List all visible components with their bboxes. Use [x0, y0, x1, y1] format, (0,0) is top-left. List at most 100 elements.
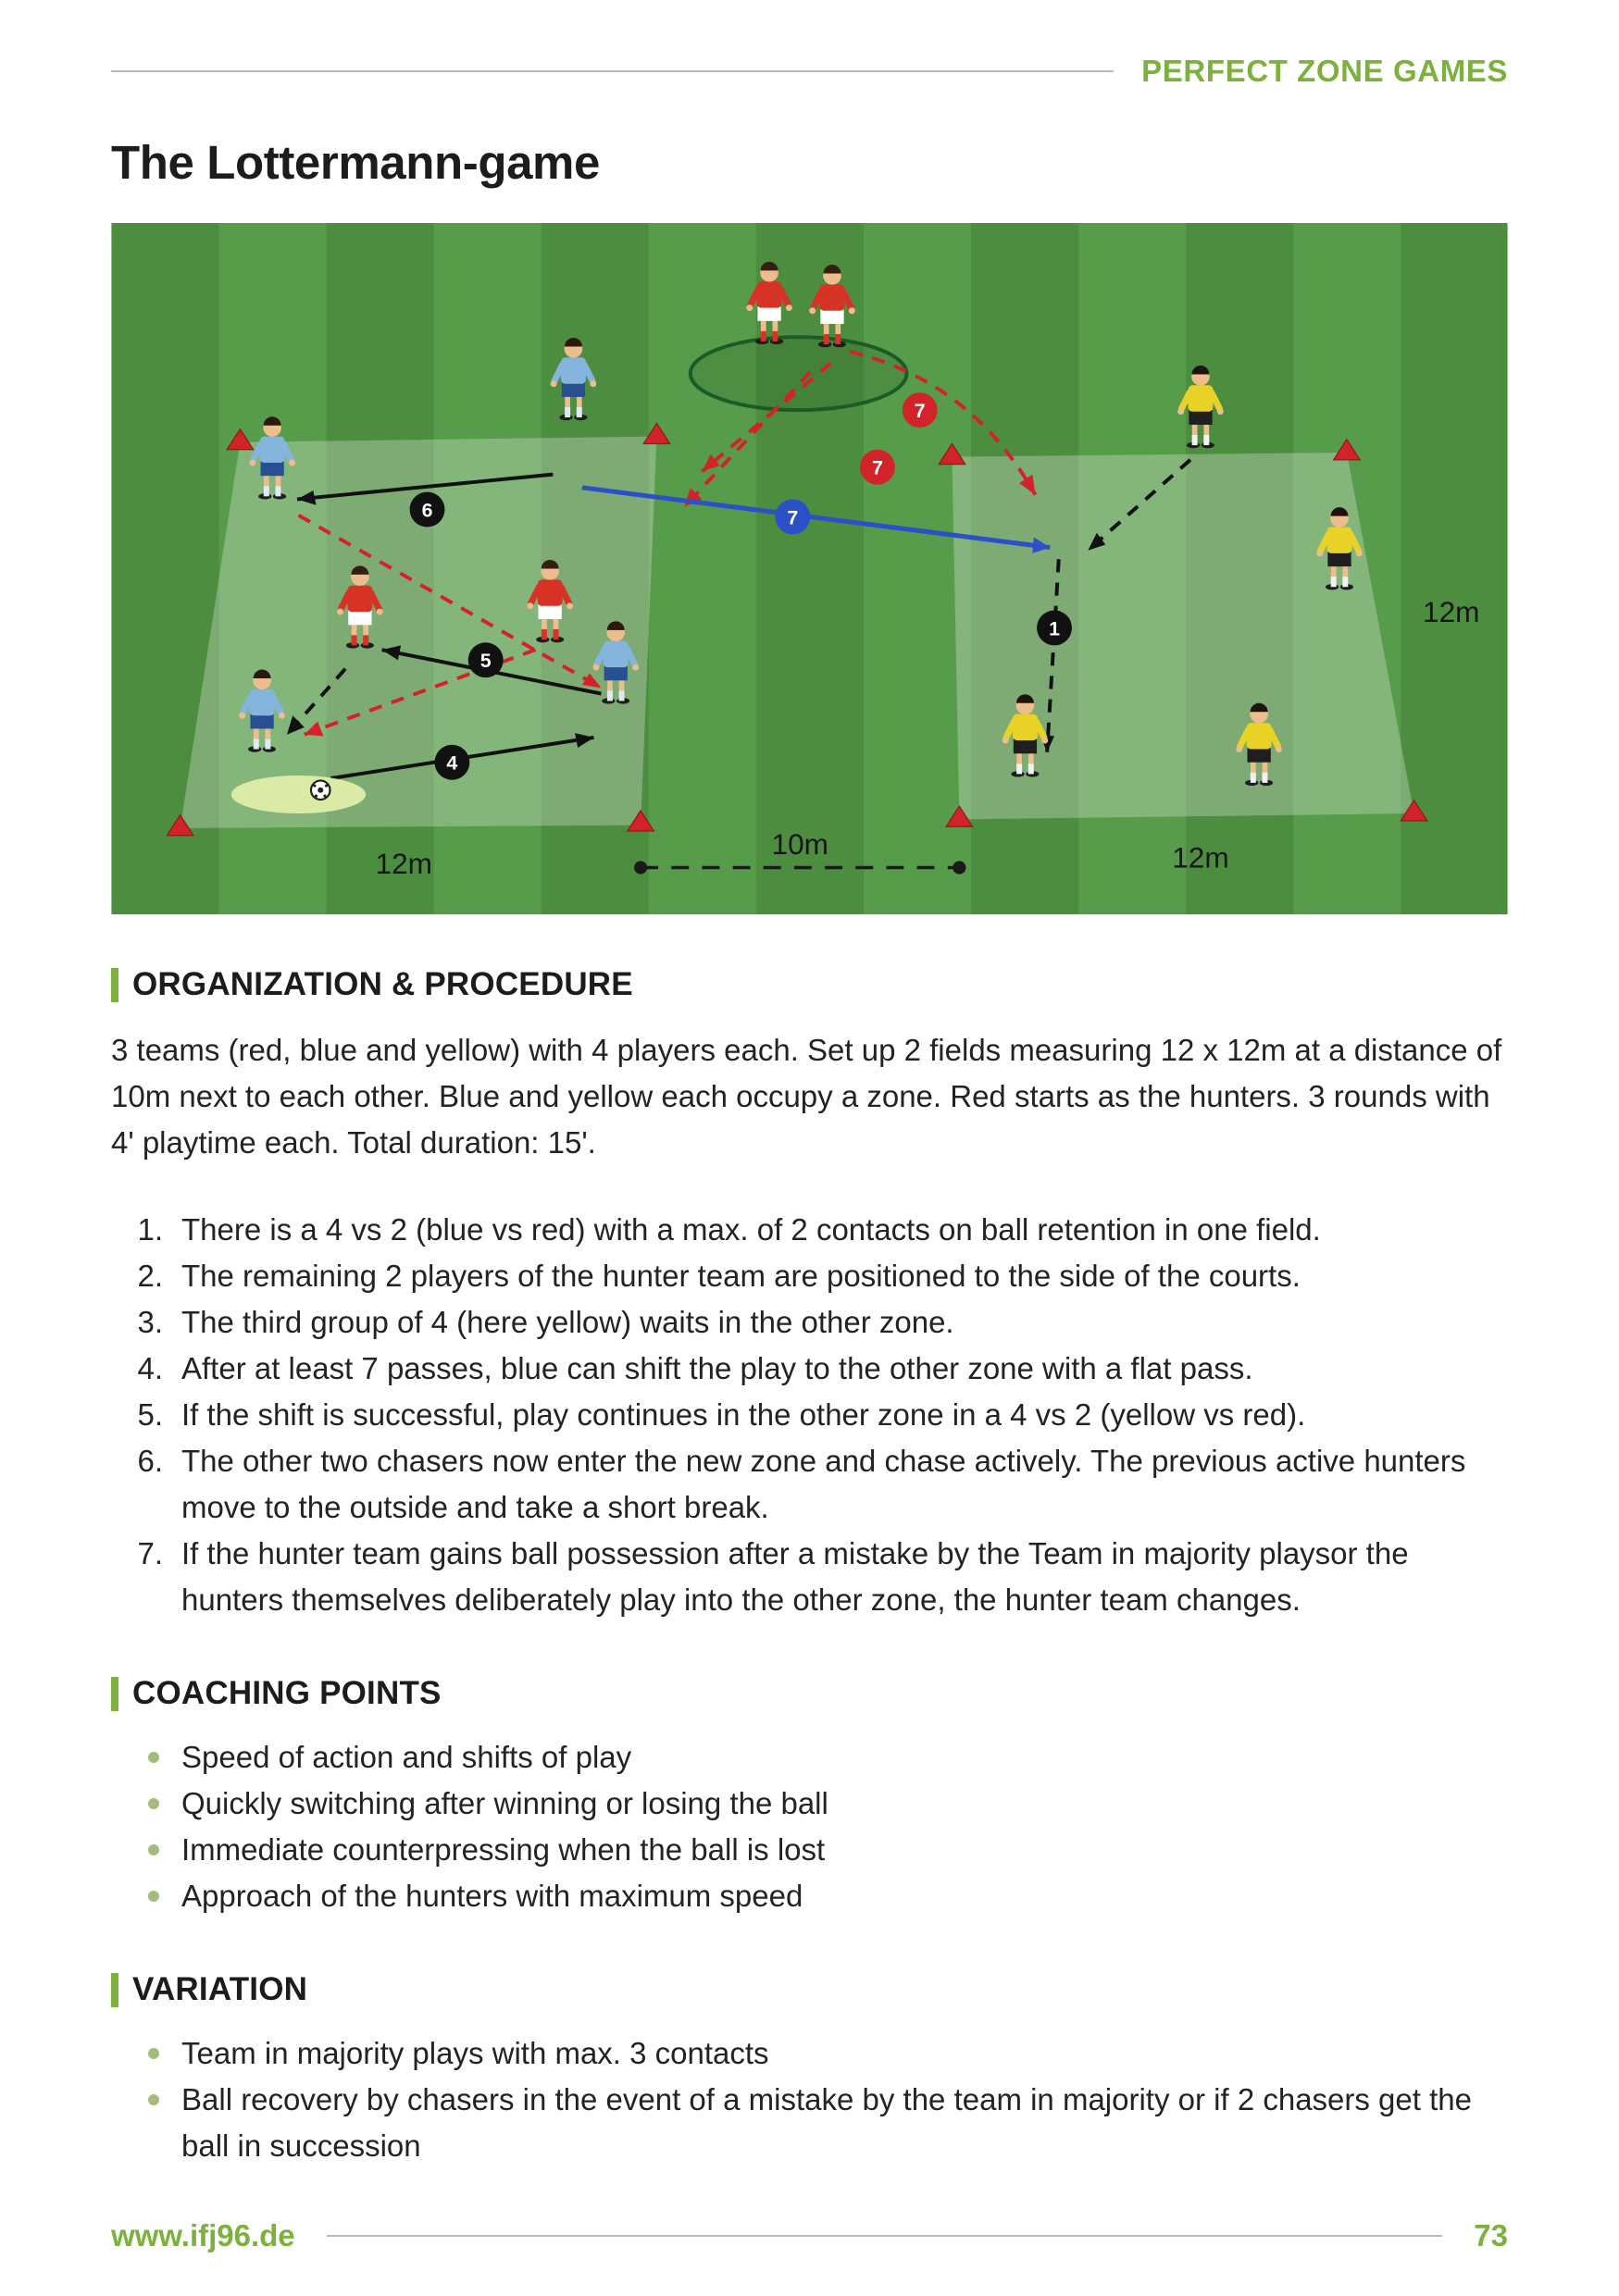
label-gap: 10m	[772, 827, 828, 861]
cone	[1400, 799, 1428, 822]
item-text: Quickly switching after winning or losin…	[181, 1786, 828, 1820]
coaching-item-2: Quickly switching after winning or losin…	[111, 1781, 1508, 1827]
run-arrow-left-zone	[285, 667, 347, 737]
cone	[225, 428, 255, 451]
marker-6: 6	[409, 491, 445, 527]
item-text: Approach of the hunters with maximum spe…	[181, 1879, 803, 1913]
hunter-arrow-inside-left-b	[304, 648, 537, 737]
procedure-list: 1. There is a 4 vs 2 (blue vs red) with a…	[111, 1207, 1508, 1623]
marker-7-red-b: 7	[859, 449, 895, 485]
svg-text:5: 5	[480, 650, 492, 672]
item-text: Speed of action and shifts of play	[181, 1740, 632, 1774]
coaching-item-3: Immediate counterpressing when the ball …	[111, 1827, 1508, 1873]
item-text: The other two chasers now enter the new …	[181, 1444, 1466, 1524]
procedure-item-7: 7.If the hunter team gains ball possessi…	[111, 1531, 1508, 1623]
header-divider	[111, 70, 1115, 72]
cones	[166, 422, 1428, 837]
chapter-title: PERFECT ZONE GAMES	[1141, 54, 1508, 88]
pass-and-run-arrows	[285, 350, 1192, 781]
footer-url: www.ifj96.de	[111, 2218, 295, 2253]
cone	[642, 422, 671, 445]
procedure-item-4: 4. After at least 7 passes, blue can shif…	[111, 1346, 1508, 1392]
marker-4: 4	[434, 744, 470, 780]
section-heading-variation: VARIATION	[111, 1971, 1508, 2008]
variation-item-1: Team in majority plays with max. 3 conta…	[111, 2030, 1508, 2077]
svg-text:6: 6	[422, 499, 433, 521]
marker-5: 5	[467, 642, 504, 678]
dimension-labels: 12m 10m 12m 12m	[376, 595, 1480, 880]
procedure-item-5: 5. If the shift is successful, play conti…	[111, 1392, 1508, 1438]
marker-1: 1	[1037, 610, 1072, 646]
cone	[626, 809, 655, 832]
organization-intro: 3 teams (red, blue and yellow) with 4 pl…	[111, 1033, 1502, 1160]
svg-text:1: 1	[1049, 617, 1060, 639]
heading-accent-bar	[111, 1972, 118, 2007]
pass-arrow-6	[296, 472, 554, 505]
procedure-item-1: 1. There is a 4 vs 2 (blue vs red) with a…	[111, 1207, 1508, 1253]
item-text: Immediate counterpressing when the ball …	[181, 1832, 826, 1867]
right-zone	[952, 452, 1414, 820]
hunter-start-ellipse	[688, 335, 909, 413]
coaching-list: Speed of action and shifts of play Quick…	[111, 1734, 1508, 1919]
coaching-heading: COACHING POINTS	[132, 1675, 442, 1711]
cone	[945, 804, 974, 827]
item-text: After at least 7 passes, blue can shift …	[181, 1351, 1253, 1385]
page-number: 73	[1474, 2218, 1508, 2253]
item-text: If the shift is successful, play continu…	[181, 1397, 1306, 1432]
section-heading-coaching: COACHING POINTS	[111, 1675, 1508, 1712]
heading-accent-bar	[111, 1676, 118, 1711]
svg-text:7: 7	[787, 506, 798, 528]
item-text: Ball recovery by chasers in the event of…	[181, 2082, 1472, 2163]
hunter-arrow-inside-left-a	[297, 514, 603, 689]
bullet-icon	[148, 1798, 159, 1809]
item-number: 2.	[137, 1259, 163, 1293]
marker-7-red-a: 7	[902, 392, 938, 428]
item-number: 7.	[137, 1536, 163, 1570]
item-number: 6.	[137, 1444, 163, 1478]
coaching-item-4: Approach of the hunters with maximum spe…	[111, 1873, 1508, 1919]
cone	[166, 813, 194, 837]
ball-highlight	[230, 775, 367, 814]
distance-line	[633, 861, 966, 875]
item-number: 4.	[137, 1351, 163, 1385]
shift-pass-arrow-7	[581, 485, 1051, 553]
procedure-item-3: 3. The third group of 4 (here yellow) wai…	[111, 1299, 1508, 1346]
item-number: 5.	[137, 1397, 163, 1432]
variation-item-2: Ball recovery by chasers in the event of…	[111, 2077, 1508, 2169]
section-heading-organization: ORGANIZATION & PROCEDURE	[111, 966, 1508, 1003]
label-right-width: 12m	[1172, 840, 1228, 874]
organization-heading: ORGANIZATION & PROCEDURE	[132, 966, 633, 1002]
heading-accent-bar	[111, 967, 118, 1002]
bullet-icon	[148, 1891, 159, 1902]
procedure-item-6: 6. The other two chasers now enter the ne…	[111, 1438, 1508, 1531]
item-text: There is a 4 vs 2 (blue vs red) with a m…	[181, 1212, 1321, 1247]
playing-zones	[180, 436, 1414, 828]
item-number: 1.	[137, 1212, 163, 1247]
ball-icon	[309, 779, 331, 801]
bullet-icon	[148, 2094, 159, 2105]
svg-text:4: 4	[446, 752, 457, 775]
item-text: The third group of 4 (here yellow) waits…	[181, 1305, 954, 1339]
marker-7-blue: 7	[775, 499, 811, 535]
page-header: PERFECT ZONE GAMES	[111, 54, 1508, 89]
coaching-item-1: Speed of action and shifts of play	[111, 1734, 1508, 1781]
item-number: 3.	[137, 1305, 163, 1339]
item-text: The remaining 2 players of the hunter te…	[181, 1259, 1301, 1293]
cone	[938, 442, 966, 465]
bullet-icon	[148, 1844, 159, 1855]
page-footer: www.ifj96.de 73	[111, 2218, 1508, 2253]
variation-heading: VARIATION	[132, 1971, 308, 2007]
hunter-arrow-to-right-zone	[849, 350, 1038, 496]
bullet-icon	[148, 1752, 159, 1763]
drill-diagram: 6 5 4 1 7 7 7 12m 10m 12m	[111, 223, 1508, 914]
label-right-height: 12m	[1423, 595, 1479, 628]
svg-text:7: 7	[872, 457, 883, 479]
bullet-icon	[148, 2048, 159, 2059]
page-title: The Lottermann-game	[111, 136, 600, 189]
pass-number-markers: 6 5 4 1 7 7 7	[409, 392, 1072, 780]
variation-list: Team in majority plays with max. 3 conta…	[111, 2030, 1508, 2169]
item-text: Team in majority plays with max. 3 conta…	[181, 2036, 769, 2070]
procedure-item-2: 2. The remaining 2 players of the hunter …	[111, 1253, 1508, 1299]
footer-divider	[326, 2235, 1443, 2237]
